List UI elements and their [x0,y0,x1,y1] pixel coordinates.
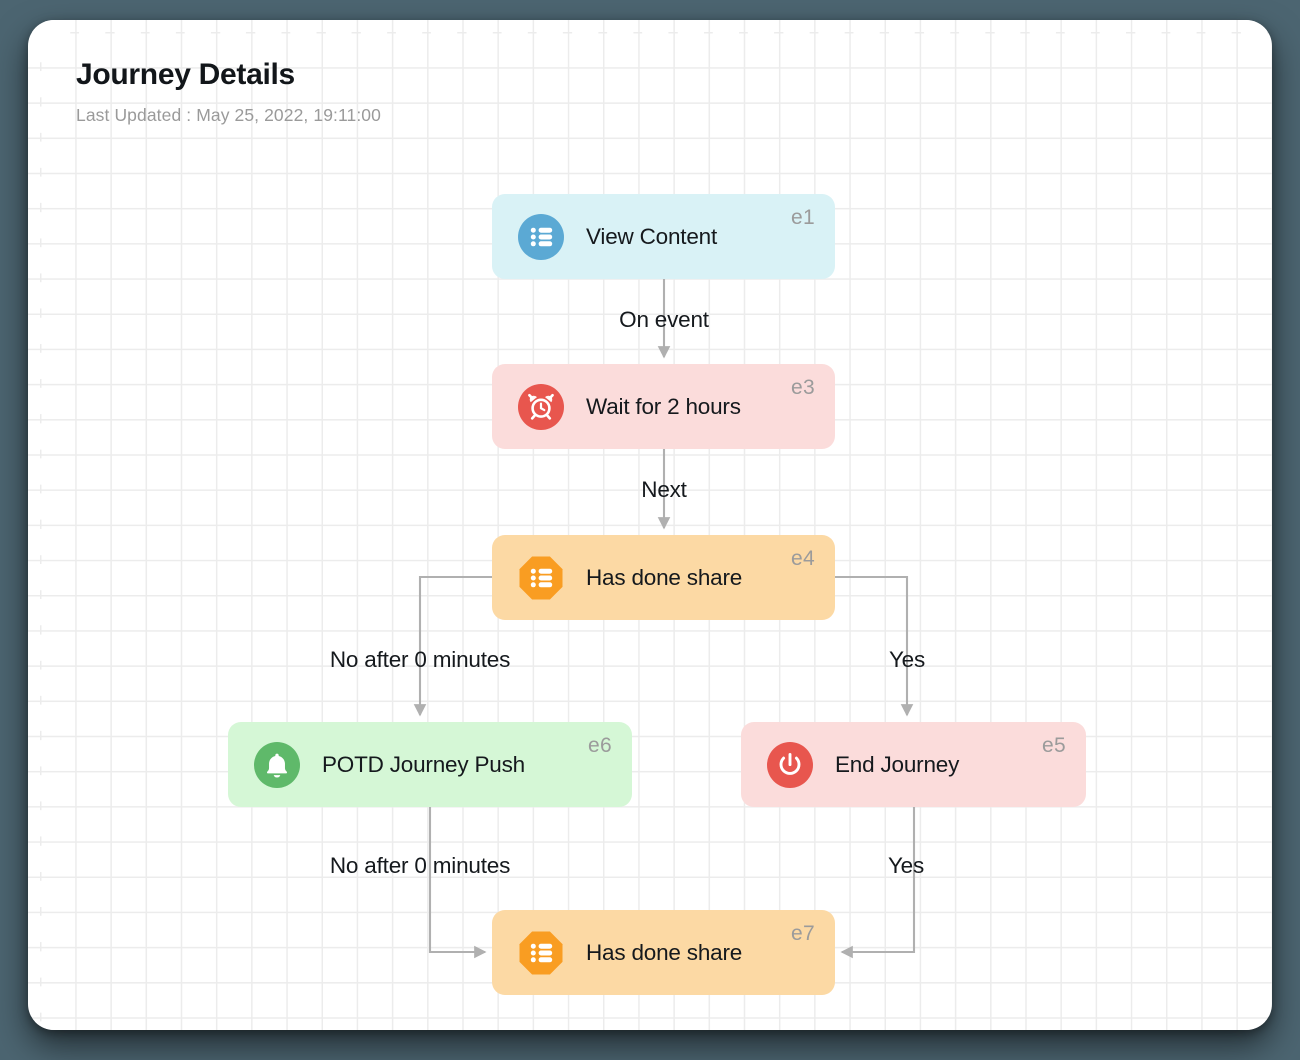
list-icon [518,555,564,601]
flow-node-e1[interactable]: View Content e1 [492,194,835,279]
edge-path-e4-e5 [835,575,914,717]
edge-path-e4-e6 [413,575,492,717]
edge-label-yes-e5: Yes [887,853,925,878]
flow-node-e5[interactable]: End Journey e5 [741,722,1086,807]
flow-node-label: End Journey [835,751,960,777]
flow-node-label: Has done share [586,939,743,965]
flow-node-e3[interactable]: Wait for 2 hours e3 [492,364,835,449]
page-title: Journey Details [76,58,295,91]
edge-label-next: Next [641,477,687,502]
flow-node-label: POTD Journey Push [322,751,525,777]
alarm-clock-icon [518,383,564,430]
list-icon [518,213,564,260]
card-header: Journey Details Last Updated : May 25, 2… [76,58,381,126]
edge-label-yes-e4: Yes [888,647,926,672]
flow-node-e4[interactable]: Has done share e4 [492,535,835,620]
flow-node-badge: e4 [791,547,815,570]
edge-label-on-event: On event [619,307,709,332]
last-updated-text: Last Updated : May 25, 2022, 19:11:00 [76,105,381,125]
edge-path-e6-e7 [428,807,487,959]
flow-node-badge: e5 [1042,734,1066,757]
flow-node-badge: e7 [791,922,815,945]
bell-icon [254,741,300,788]
flow-node-label: Wait for 2 hours [586,393,741,419]
edge-label-no-after-0-minutes-e6: No after 0 minutes [329,853,511,878]
flow-node-badge: e6 [588,734,612,757]
flow-node-e7[interactable]: Has done share e7 [492,910,835,995]
flow-node-badge: e3 [791,376,815,399]
journey-flow-canvas[interactable]: On event Next No after 0 minutes Yes No … [28,20,1272,1030]
edge-label-no-after-0-minutes-e4: No after 0 minutes [329,647,511,672]
flow-node-label: Has done share [586,564,743,590]
power-icon [767,741,813,788]
flow-node-e6[interactable]: POTD Journey Push e6 [228,722,632,807]
flow-node-badge: e1 [791,206,815,229]
journey-details-card: Journey Details Last Updated : May 25, 2… [28,20,1272,1030]
edge-path-e5-e7 [840,807,916,959]
list-icon [518,930,564,976]
edge-layer [413,279,916,959]
flow-node-label: View Content [586,223,718,249]
